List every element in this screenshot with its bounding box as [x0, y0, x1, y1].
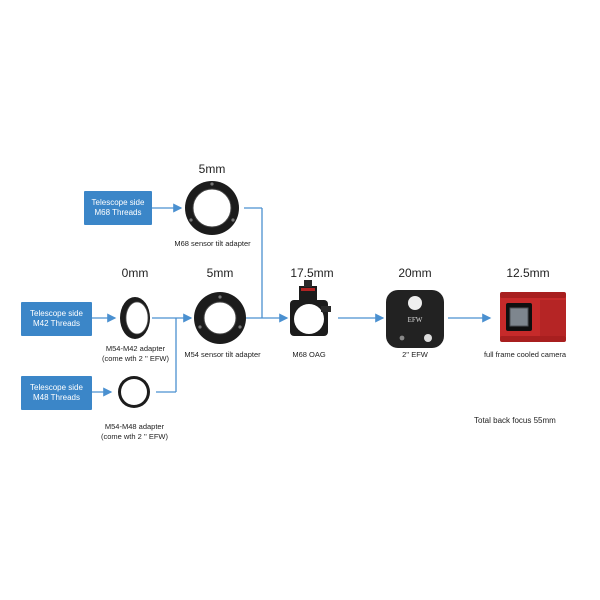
caption-m54-m48-line1: M54-M48 adapter — [104, 422, 165, 431]
m54-tilt-adapter-image — [194, 292, 246, 344]
m68-tilt-adapter-image — [185, 181, 239, 235]
caption-m54-m48-line2: (come wth 2 '' EFW) — [100, 432, 169, 441]
distance-efw: 20mm — [398, 266, 432, 280]
box-m42-line1: Telescope side — [30, 309, 83, 318]
m54-m48-adapter-image — [118, 376, 150, 408]
box-m68-line1: Telescope side — [91, 198, 145, 207]
box-m48-line2: M48 Threads — [33, 393, 80, 402]
total-back-focus: Total back focus 55mm — [474, 416, 556, 425]
distance-tilt-m54: 5mm — [206, 266, 234, 280]
box-telescope-m68: Telescope side M68 Threads — [84, 191, 152, 225]
distance-oag: 17.5mm — [290, 266, 334, 280]
m54-m42-adapter-image — [120, 297, 150, 339]
distance-camera: 12.5mm — [506, 266, 550, 280]
caption-tilt-m68: M68 sensor tilt adapter — [174, 239, 251, 248]
caption-m54-m42-line1: M54-M42 adapter — [105, 344, 166, 353]
caption-m54-m42-line2: (come wth 2 '' EFW) — [101, 354, 170, 363]
distance-tilt-m68: 5mm — [198, 162, 226, 176]
box-telescope-m42: Telescope side M42 Threads — [21, 302, 92, 336]
connector-lines — [92, 203, 492, 397]
efw-body-label: EFW — [407, 316, 423, 324]
efw-image — [386, 290, 444, 348]
caption-camera: full frame cooled camera — [483, 350, 567, 359]
caption-oag: M68 OAG — [292, 350, 326, 359]
caption-efw: 2'' EFW — [402, 350, 428, 359]
box-m68-line2: M68 Threads — [94, 208, 142, 217]
caption-tilt-m54: M54 sensor tilt adapter — [184, 350, 261, 359]
box-telescope-m48: Telescope side M48 Threads — [21, 376, 92, 410]
distance-adapter-m42: 0mm — [121, 266, 149, 280]
box-m48-line1: Telescope side — [30, 383, 83, 392]
box-m42-line2: M42 Threads — [33, 319, 80, 328]
m68-oag-image — [290, 280, 331, 336]
camera-image — [500, 292, 566, 342]
